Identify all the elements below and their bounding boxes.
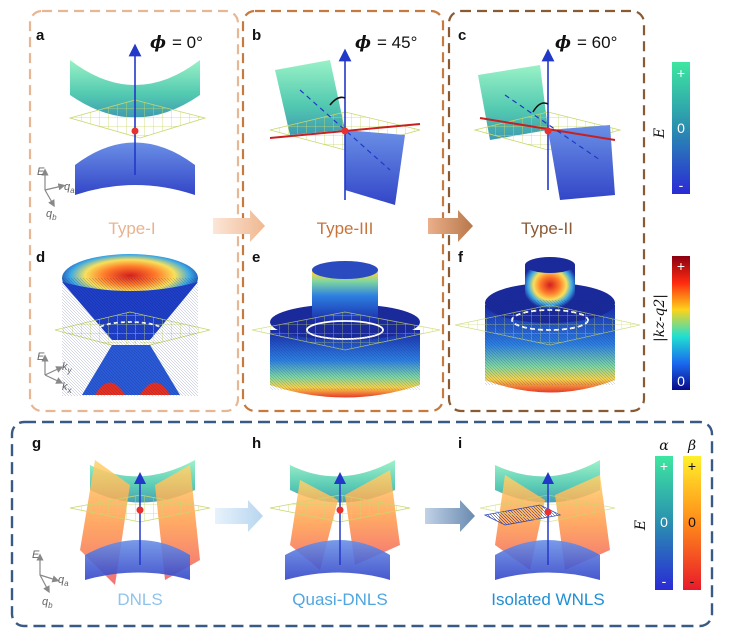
panel-label-f: f bbox=[458, 249, 464, 266]
phi-symbol-b: ϕ bbox=[355, 33, 371, 53]
arrow-h-to-i bbox=[425, 500, 475, 532]
frame-bottom bbox=[10, 420, 714, 628]
panel-i-illustration bbox=[479, 460, 616, 580]
panel-label-a: a bbox=[36, 27, 45, 44]
colorbar-alpha-bar bbox=[655, 456, 673, 590]
colorbar-beta-title: β bbox=[687, 438, 696, 454]
colorbar-beta-minus: - bbox=[690, 573, 695, 589]
axis-qb-bottom-base: q bbox=[42, 596, 49, 608]
axis-E-top: E bbox=[37, 166, 45, 178]
type-label-III: Type-III bbox=[317, 219, 374, 238]
colorbar-k-plus: + bbox=[677, 258, 685, 274]
frame-type-II bbox=[447, 9, 646, 413]
colorbar-k-zero: 0 bbox=[677, 373, 685, 389]
axis-qa-bottom: qa bbox=[58, 574, 69, 588]
axis-qb-top-sub: b bbox=[52, 213, 57, 222]
colorbar-k-title: |kz-q2| bbox=[652, 294, 668, 342]
panel-label-g: g bbox=[32, 435, 41, 452]
type-label-II: Type-II bbox=[521, 219, 573, 238]
type-label-quasi-dnls: Quasi-DNLS bbox=[292, 590, 387, 609]
colorbar-alpha-plus: + bbox=[660, 458, 668, 474]
colorbar-energy-plus: + bbox=[677, 65, 685, 81]
axis-qa-bottom-base: q bbox=[58, 574, 65, 586]
panel-f-illustration bbox=[454, 257, 641, 393]
colorbar-k-bar bbox=[672, 256, 690, 390]
phi-symbol-a: ϕ bbox=[150, 33, 166, 53]
panel-label-b: b bbox=[252, 27, 261, 44]
panel-label-e: e bbox=[252, 249, 260, 266]
colorbar-alpha-minus: - bbox=[662, 573, 667, 589]
panel-a-illustration bbox=[68, 43, 207, 195]
type-label-isolated-wnls: Isolated WNLS bbox=[491, 590, 604, 609]
panel-e-illustration bbox=[251, 261, 441, 398]
colorbar-alpha-beta: α β + 0 - + 0 - E bbox=[633, 438, 701, 590]
arrow-III-to-II bbox=[428, 210, 473, 242]
panel-label-i: i bbox=[458, 435, 462, 452]
colorbar-energy-minus: - bbox=[679, 177, 684, 193]
axis-qb-top: qb bbox=[46, 208, 57, 222]
phi-c: ϕ = 60° bbox=[555, 33, 617, 53]
phi-value-c: = 60° bbox=[577, 33, 617, 52]
colorbar-energy-zero: 0 bbox=[677, 120, 685, 136]
panel-label-h: h bbox=[252, 435, 261, 452]
phi-b: ϕ = 45° bbox=[355, 33, 417, 53]
phi-value-b: = 45° bbox=[377, 33, 417, 52]
axes-glyph-bottom: E qa qb bbox=[32, 549, 69, 610]
colorbar-beta-zero: 0 bbox=[688, 514, 696, 530]
arrow-g-to-h bbox=[215, 500, 263, 532]
axis-qa-top-sub: a bbox=[70, 186, 75, 195]
type-label-dnls: DNLS bbox=[117, 590, 162, 609]
axis-kx-mid-base: k bbox=[62, 381, 68, 393]
axis-kx-mid: kx bbox=[62, 381, 73, 395]
axes-glyph-mid: E ky kx bbox=[37, 351, 73, 395]
axis-qb-bottom-sub: b bbox=[48, 601, 53, 610]
arrow-I-to-III bbox=[213, 210, 265, 242]
axes-glyph-top: E qa qb bbox=[37, 166, 75, 222]
colorbar-energy-title: E bbox=[652, 128, 668, 139]
axis-kx-mid-sub: x bbox=[67, 386, 73, 395]
panel-label-d: d bbox=[36, 249, 45, 266]
axis-qb-bottom: qb bbox=[42, 596, 53, 610]
axis-qa-bottom-sub: a bbox=[64, 579, 69, 588]
axis-qa-top-base: q bbox=[64, 181, 71, 193]
panel-c-illustration bbox=[473, 48, 622, 200]
panel-label-c: c bbox=[458, 27, 466, 44]
colorbar-k: + 0 |kz-q2| bbox=[652, 256, 690, 390]
phi-value-a: = 0° bbox=[172, 33, 203, 52]
axis-ky-mid: ky bbox=[62, 361, 73, 375]
axis-E-bottom: E bbox=[32, 549, 40, 561]
phi-a: ϕ = 0° bbox=[150, 33, 203, 53]
colorbar-ab-e-label: E bbox=[633, 520, 649, 531]
colorbar-energy-bar bbox=[672, 62, 690, 194]
colorbar-beta-bar bbox=[683, 456, 701, 590]
panel-g-illustration bbox=[69, 460, 211, 585]
colorbar-beta-plus: + bbox=[688, 458, 696, 474]
panel-b-illustration bbox=[269, 48, 421, 205]
axis-E-mid: E bbox=[37, 351, 45, 363]
colorbar-energy: + 0 - E bbox=[652, 62, 690, 194]
colorbar-alpha-title: α bbox=[659, 438, 669, 454]
phi-symbol-c: ϕ bbox=[555, 33, 571, 53]
frame-type-III bbox=[241, 9, 445, 413]
frame-type-I bbox=[28, 9, 240, 413]
panel-d-illustration bbox=[54, 254, 211, 396]
type-label-I: Type-I bbox=[108, 219, 155, 238]
axis-qb-top-base: q bbox=[46, 208, 53, 220]
panel-h-illustration bbox=[269, 460, 411, 580]
colorbar-alpha-zero: 0 bbox=[660, 514, 668, 530]
axis-ky-mid-base: k bbox=[62, 361, 68, 373]
axis-qa-top: qa bbox=[64, 181, 75, 195]
axis-ky-mid-sub: y bbox=[67, 366, 73, 375]
